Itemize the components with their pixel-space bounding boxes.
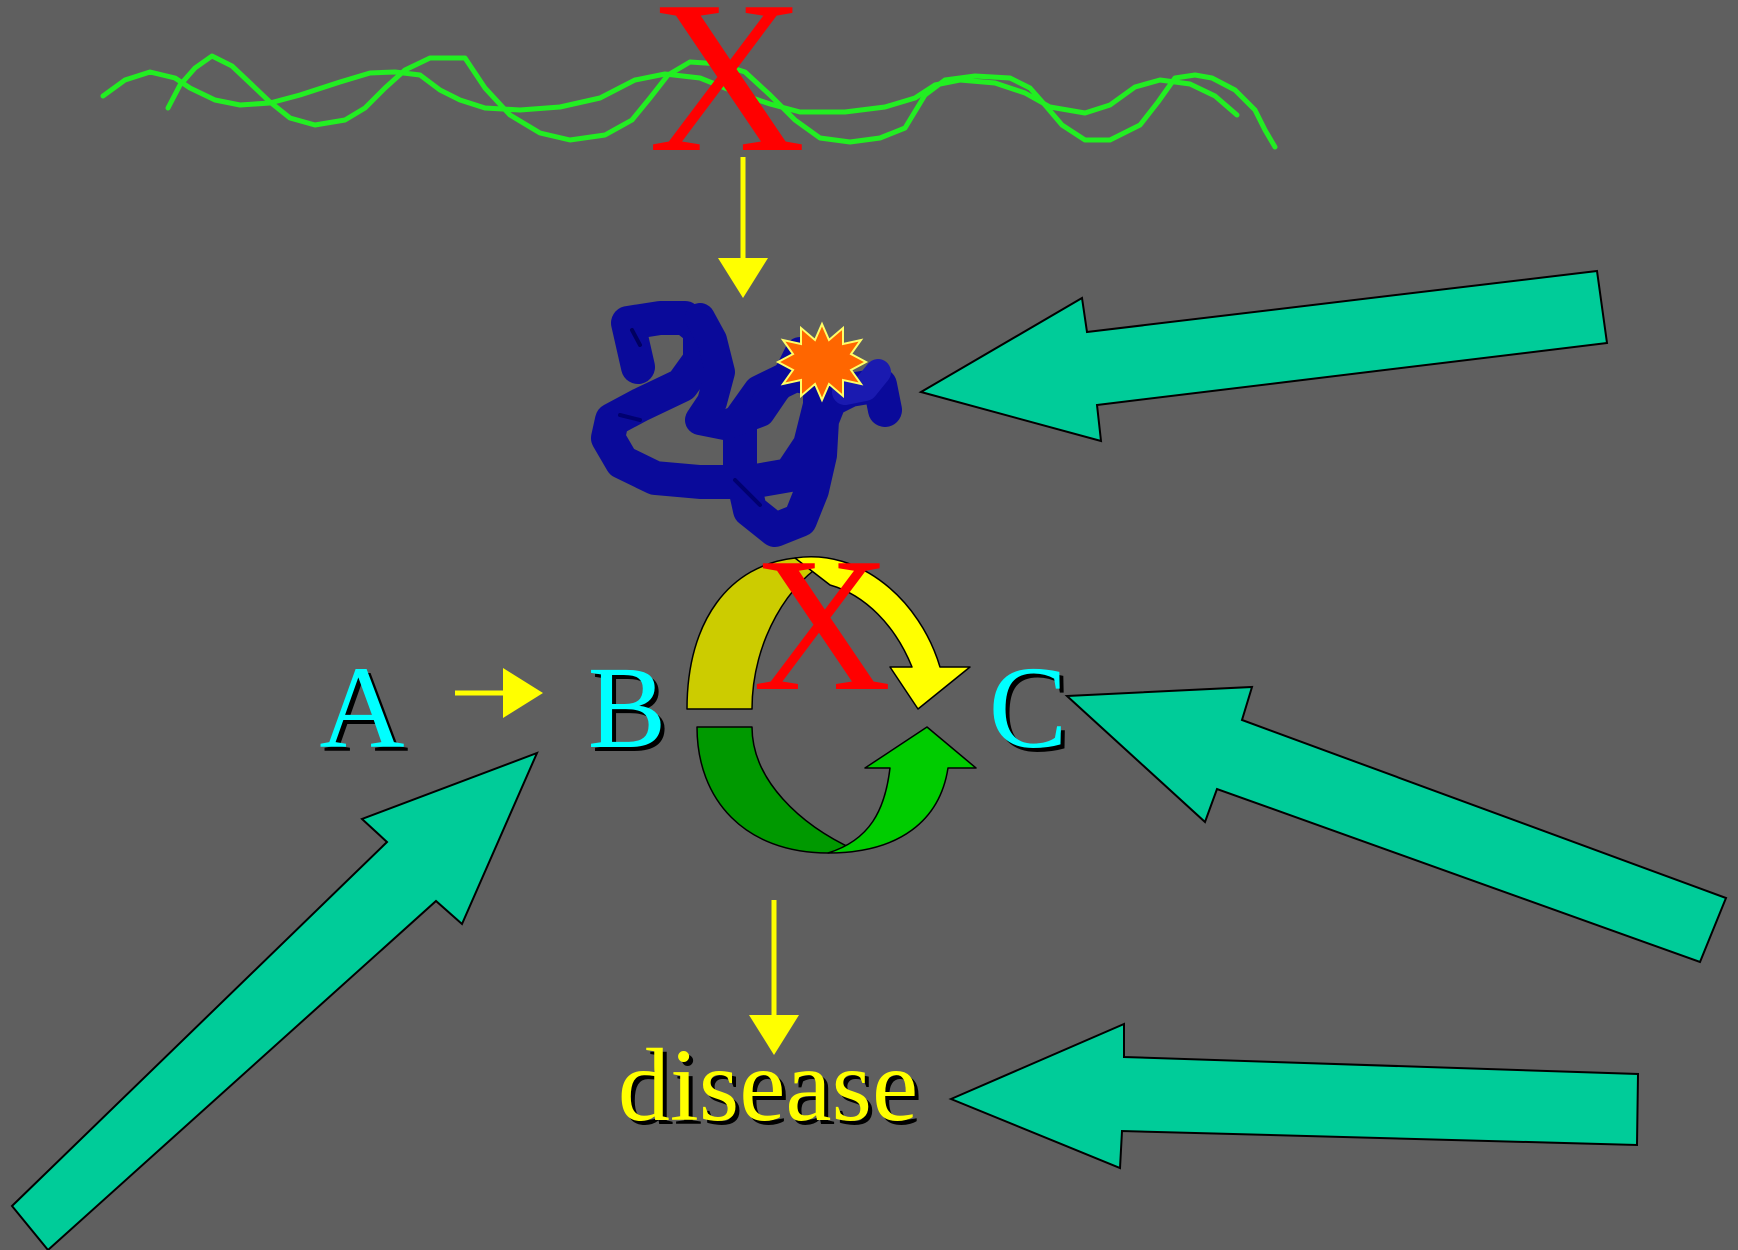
label-disease: disease disease (618, 1028, 922, 1147)
label-c: C C (989, 642, 1072, 777)
cycle-block-mark: X (753, 518, 892, 731)
label-c-text: C (989, 642, 1068, 773)
label-a-text: A (319, 642, 404, 773)
dna-mutation-mark: X (648, 0, 805, 198)
label-b-text: B (588, 642, 667, 773)
label-b: B B (588, 642, 671, 777)
label-a: A A (319, 642, 408, 777)
label-disease-text: disease (618, 1028, 918, 1143)
